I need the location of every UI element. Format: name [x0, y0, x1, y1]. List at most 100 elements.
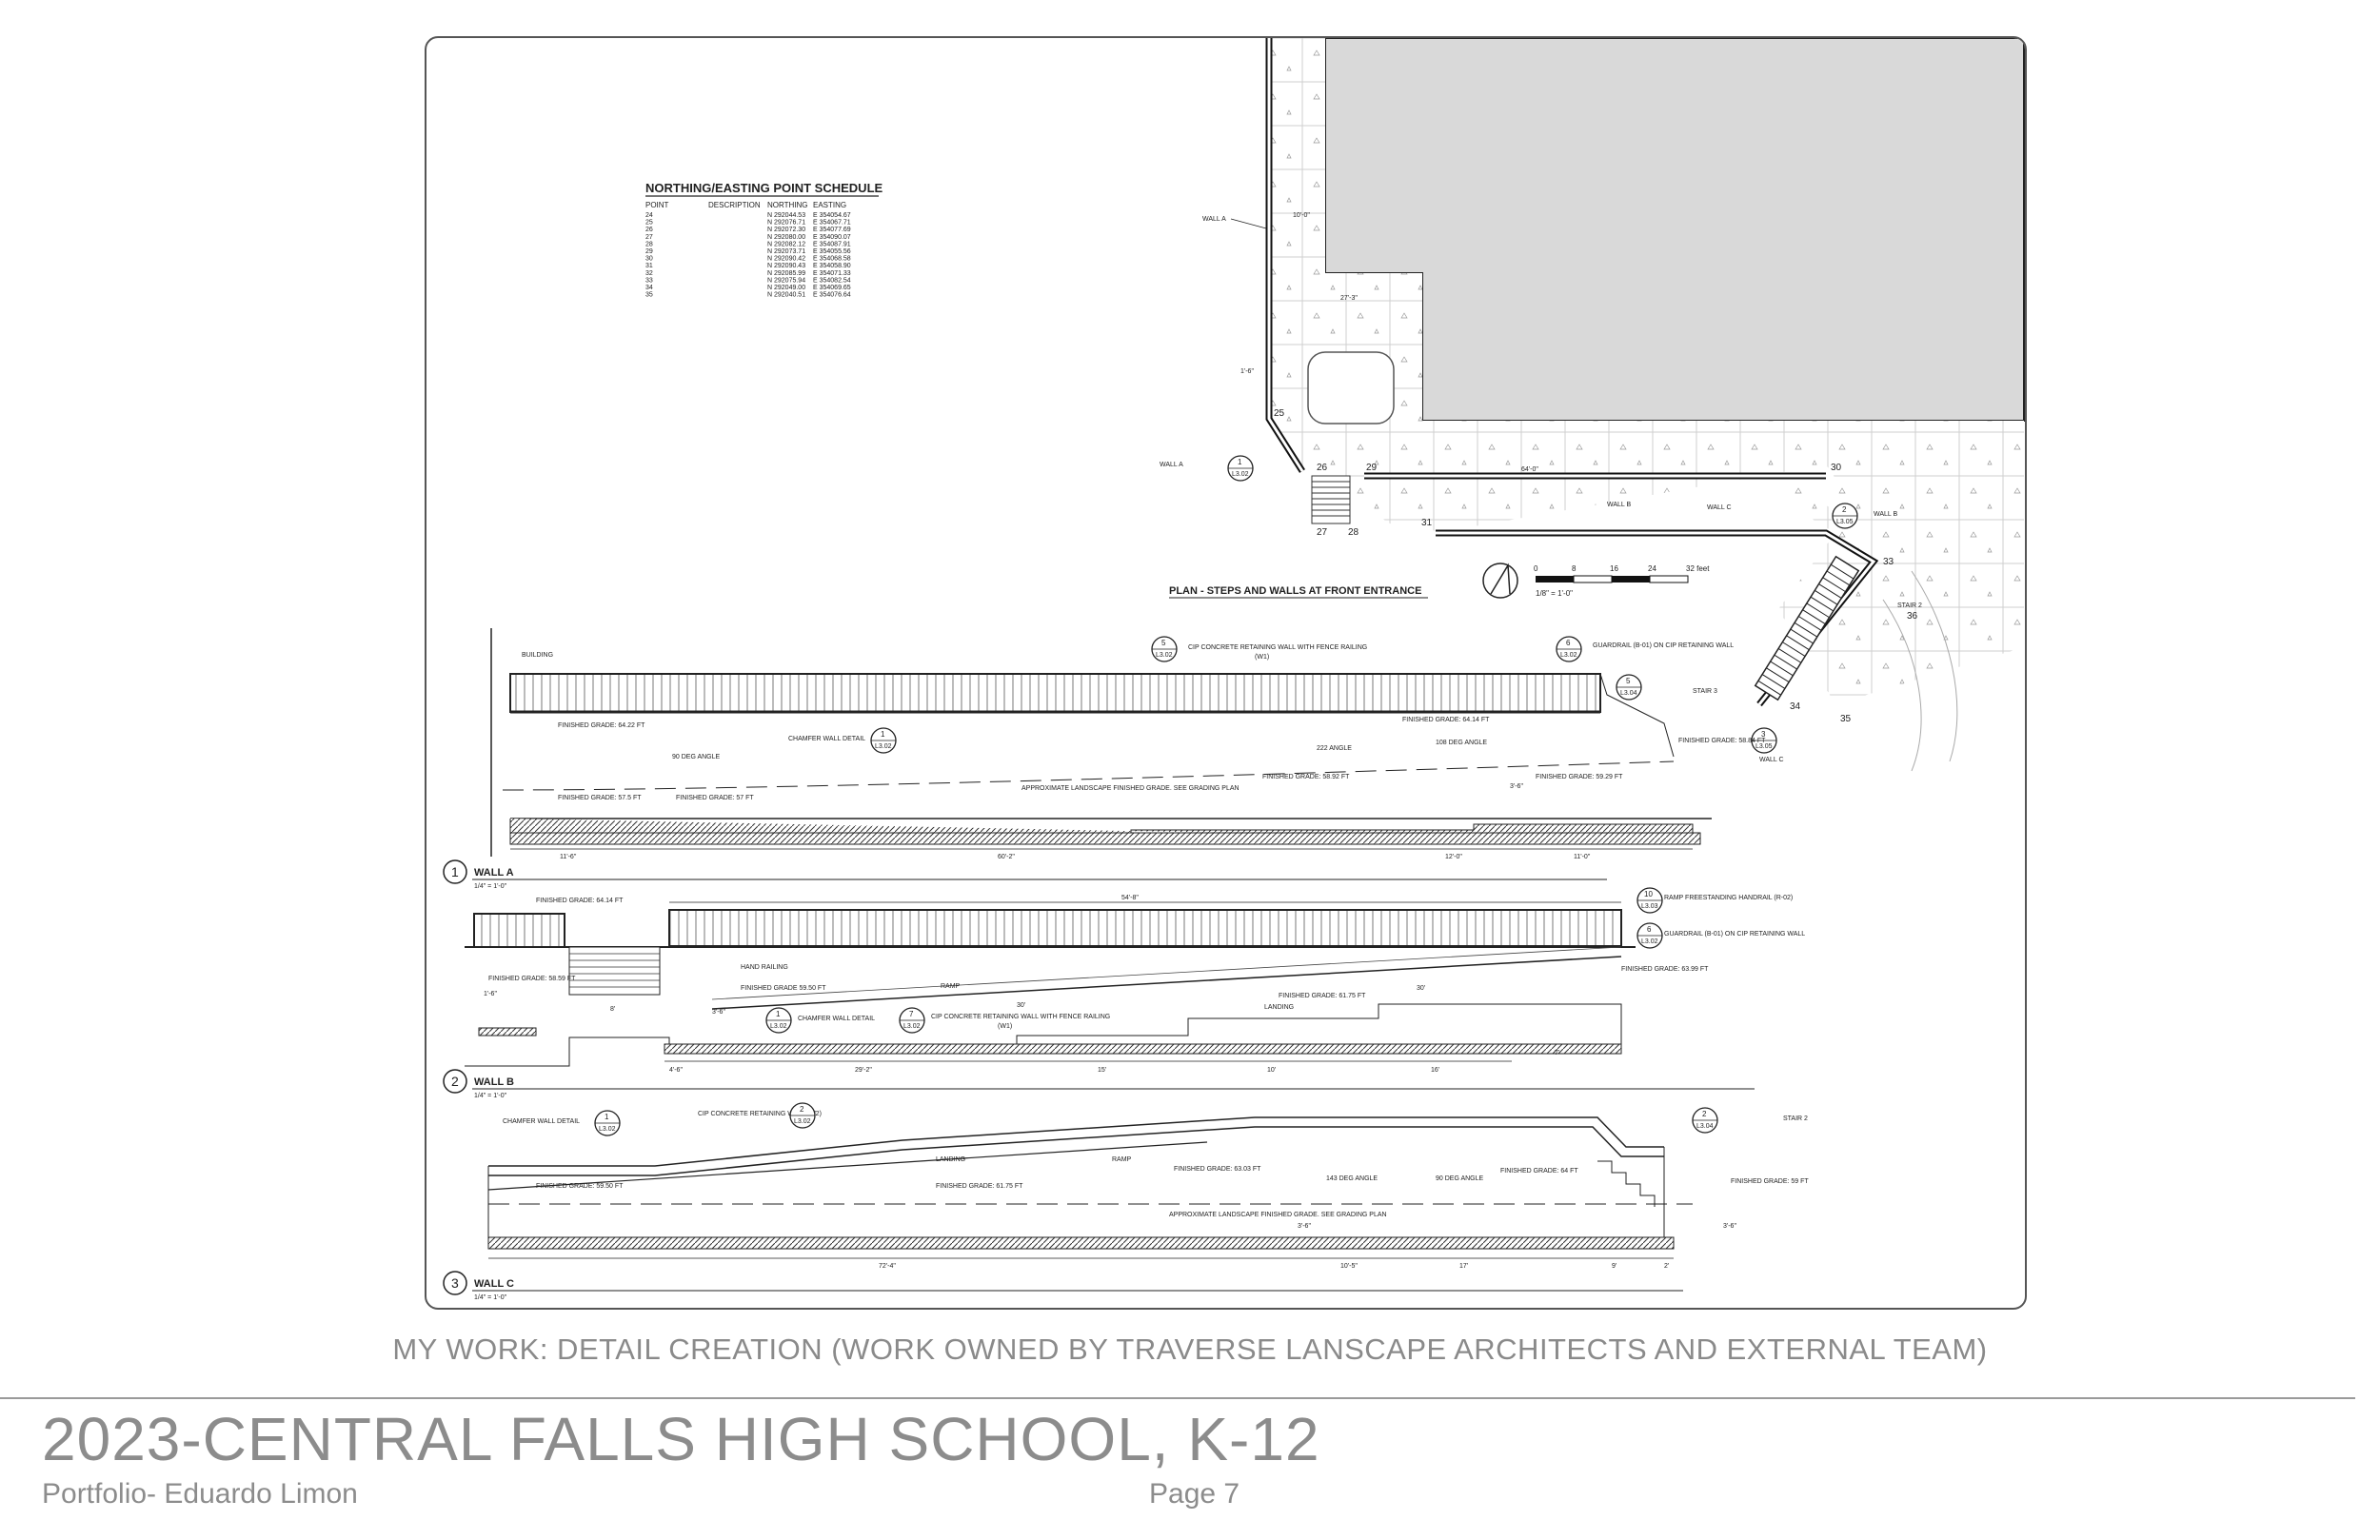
point-25: 25 — [1274, 408, 1285, 419]
schedule-cell: 26 — [645, 227, 653, 233]
svg-text:L3.02: L3.02 — [1232, 471, 1249, 478]
north-arrow-icon — [1482, 563, 1518, 599]
svg-text:1: 1 — [605, 1113, 609, 1121]
schedule-cell: N 292044.53 — [767, 212, 805, 219]
scale-tick-32: 32 feet — [1686, 564, 1710, 573]
plan-dim-10: 10'-0" — [1293, 212, 1310, 219]
wall-b-note-landing: LANDING — [1264, 1004, 1294, 1011]
plan-title: PLAN - STEPS AND WALLS AT FRONT ENTRANCE — [1169, 585, 1421, 597]
page-number: Page 7 — [1149, 1478, 1240, 1510]
divider — [0, 1397, 2355, 1399]
scale-tick-0: 0 — [1534, 564, 1538, 573]
wall-a-dim-5: 3'-6" — [1510, 783, 1523, 790]
wall-a-fg-3: FINISHED GRADE: 58.84 FT — [1678, 738, 1766, 744]
schedule-cell: N 292040.51 — [767, 292, 805, 299]
wall-a-note-90deg: 90 DEG ANGLE — [672, 754, 721, 760]
wall-b-note-cip-tag: (W1) — [998, 1023, 1012, 1030]
wall-a-label: WALL A — [474, 867, 514, 879]
schedule-cell: 35 — [645, 292, 653, 299]
schedule-cell: 31 — [645, 263, 653, 269]
wall-a-dim-4: 11'-0" — [1574, 854, 1591, 860]
scale-tick-8: 8 — [1572, 564, 1577, 573]
svg-text:L3.05: L3.05 — [1755, 743, 1773, 750]
point-33: 33 — [1883, 557, 1894, 567]
wall-b-fg-3: FINISHED GRADE: 63.99 FT — [1621, 966, 1709, 973]
schedule-cell: E 354067.71 — [813, 220, 851, 227]
plan-label-wall-b-2: WALL B — [1874, 511, 1897, 518]
schedule-cell: 24 — [645, 212, 653, 219]
wall-c-number: 3 — [451, 1275, 459, 1291]
svg-text:6: 6 — [1647, 925, 1652, 934]
wall-a-scale: 1/4" = 1'-0" — [474, 883, 507, 890]
schedule-cell: E 354076.64 — [813, 292, 851, 299]
svg-text:L3.02: L3.02 — [599, 1126, 616, 1133]
schedule-title: NORTHING/EASTING POINT SCHEDULE — [645, 181, 883, 195]
schedule-cell: 27 — [645, 234, 653, 241]
point-30: 30 — [1831, 463, 1842, 473]
wall-c-elevation: CHAMFER WALL DETAIL CIP CONCRETE RETAINI… — [443, 1102, 1809, 1301]
wall-b-dim-11: 7' — [1555, 1050, 1559, 1056]
wall-a-note-stair3: STAIR 3 — [1693, 688, 1717, 695]
schedule-cell: E 354068.58 — [813, 256, 851, 263]
point-34: 34 — [1790, 701, 1801, 712]
wall-a-note-222: 222 ANGLE — [1317, 745, 1352, 752]
schedule-cell: E 354055.56 — [813, 248, 851, 255]
wall-b-scale: 1/4" = 1'-0" — [474, 1093, 507, 1099]
wall-c-dim-6: 3'-6" — [1298, 1223, 1311, 1230]
schedule-cell: N 292080.00 — [767, 234, 805, 241]
schedule-header-northing: NORTHING — [767, 201, 808, 209]
wall-c-fg-2: FINISHED GRADE: 61.75 FT — [936, 1183, 1023, 1190]
svg-text:5: 5 — [1626, 677, 1631, 685]
svg-text:L3.02: L3.02 — [1641, 938, 1658, 945]
wall-c-dim-4: 9' — [1612, 1263, 1616, 1270]
plan-label-wall-a: WALL A — [1202, 216, 1226, 223]
plan-view: 0 8 16 24 32 feet 1/8" = 1'-0" PLAN - ST… — [1160, 38, 2025, 772]
plan-dim-27: 27'-3" — [1340, 295, 1358, 302]
schedule-cell: 29 — [645, 248, 653, 255]
wall-c-fg-1: FINISHED GRADE: 59.50 FT — [536, 1183, 624, 1190]
wall-b-dim-3: 8' — [610, 1006, 615, 1013]
wall-c-callout-2: 2 L3.02 — [789, 1102, 816, 1129]
scale-tick-16: 16 — [1610, 564, 1618, 573]
schedule-cell: E 354090.07 — [813, 234, 851, 241]
wall-c-note-approx: APPROXIMATE LANDSCAPE FINISHED GRADE. SE… — [1169, 1212, 1387, 1218]
svg-text:5: 5 — [1161, 639, 1166, 647]
schedule-cell: E 354069.65 — [813, 285, 851, 291]
wall-a-callout-6: 6 L3.02 — [1556, 636, 1582, 662]
wall-a-fg-4: FINISHED GRADE: 57.5 FT — [558, 795, 642, 801]
wall-a-note-108: 108 DEG ANGLE — [1436, 740, 1487, 746]
wall-c-label: WALL C — [474, 1278, 514, 1290]
wall-c-note-stair2: STAIR 2 — [1783, 1116, 1808, 1122]
scale-tick-24: 24 — [1648, 564, 1656, 573]
wall-c-callout-1: 1 L3.02 — [594, 1110, 621, 1136]
schedule-cell: N 292075.94 — [767, 277, 805, 284]
project-title: 2023-CENTRAL FALLS HIGH SCHOOL, K-12 — [42, 1405, 1320, 1473]
point-36: 36 — [1907, 611, 1918, 622]
point-26: 26 — [1317, 463, 1328, 473]
schedule-header-point: POINT — [645, 201, 669, 209]
point-31: 31 — [1421, 518, 1433, 528]
schedule-cell: E 354087.91 — [813, 241, 851, 247]
svg-text:7: 7 — [909, 1010, 914, 1018]
svg-text:2: 2 — [1702, 1110, 1707, 1118]
wall-c-scale: 1/4" = 1'-0" — [474, 1294, 507, 1301]
plan-callout-2: 2 L3.05 — [1832, 503, 1858, 529]
svg-text:2: 2 — [800, 1105, 804, 1114]
wall-a-note-guardrail: GUARDRAIL (B-01) ON CIP RETAINING WALL — [1593, 642, 1734, 649]
plan-label-wall-b: WALL B — [1607, 502, 1631, 508]
svg-text:2: 2 — [1842, 505, 1847, 514]
svg-text:L3.04: L3.04 — [1696, 1123, 1714, 1130]
svg-text:L3.03: L3.03 — [1641, 903, 1658, 910]
bar-scale: 0 8 16 24 32 feet 1/8" = 1'-0" — [1534, 564, 1710, 598]
wall-c-note-143: 143 DEG ANGLE — [1326, 1175, 1378, 1182]
wall-a-note-cip: CIP CONCRETE RETAINING WALL WITH FENCE R… — [1188, 644, 1367, 651]
wall-b-callout-6: 6 L3.02 — [1636, 922, 1663, 949]
plan-label-stair-2: STAIR 2 — [1897, 602, 1922, 609]
wall-c-dim-3: 17' — [1459, 1263, 1468, 1270]
point-29: 29 — [1366, 463, 1378, 473]
plan-label-wall-a-2: WALL A — [1160, 462, 1183, 468]
schedule-cell: N 292072.30 — [767, 227, 805, 233]
schedule-header-description: DESCRIPTION — [708, 201, 761, 209]
wall-b-callout-1: 1 L3.02 — [765, 1007, 792, 1034]
